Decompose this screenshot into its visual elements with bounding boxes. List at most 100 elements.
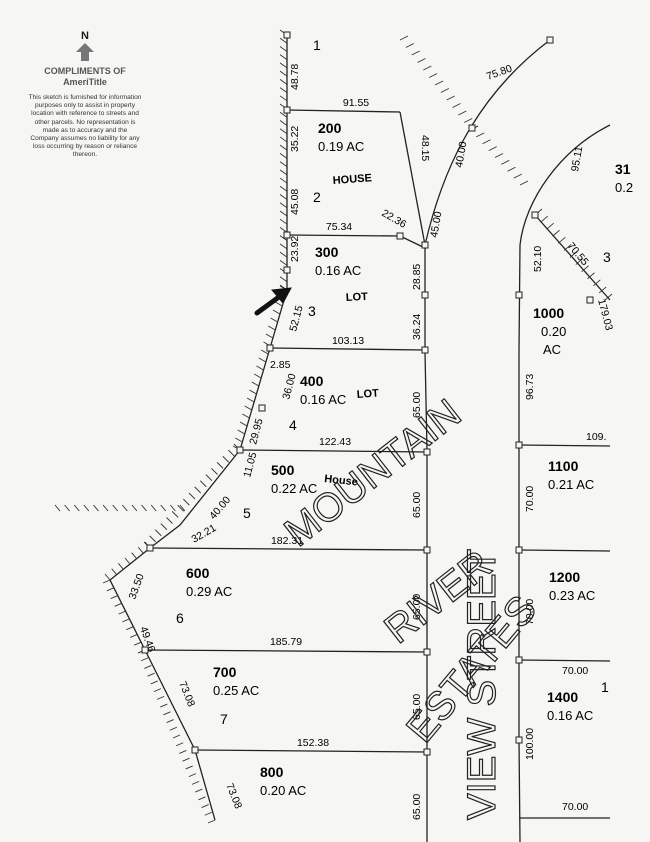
hatch-tick: [558, 236, 566, 244]
dim-182-31: 182.31: [271, 535, 303, 547]
dim-22-36: 22.36: [380, 207, 409, 231]
dim-45-00: 45.00: [428, 210, 444, 238]
dim-179-03: 179.03: [595, 298, 615, 332]
dim-122-43: 122.43: [319, 436, 351, 448]
lot-31-number: 31: [615, 161, 631, 177]
hatch-tick: [117, 563, 124, 570]
hatch-tick: [141, 504, 147, 512]
north-arrow-shaft: [81, 52, 89, 61]
hatch-tick: [154, 529, 162, 537]
lot-1000-number: 1000: [533, 305, 564, 321]
lot-700-acres: 0.25 AC: [213, 683, 259, 698]
hatch-tick: [246, 397, 255, 403]
lot-600-acres: 0.29 AC: [186, 584, 232, 599]
hatch-tick: [423, 65, 432, 71]
hatch-tick: [163, 711, 171, 716]
hatch-tick: [279, 194, 288, 200]
hatch-tick: [417, 58, 426, 63]
east-lot-line-diag: [534, 214, 611, 301]
survey-marker: [396, 232, 404, 240]
hatch-tick: [279, 218, 288, 225]
lot-1400-number: 1400: [547, 689, 578, 705]
plat-number-3: 3: [308, 303, 316, 319]
east-lot-line-1: [518, 444, 611, 447]
hatch-tick: [270, 317, 278, 323]
hatch-tick: [279, 120, 288, 126]
hatch-tick: [83, 504, 90, 512]
dim-40-00: 40.00: [207, 494, 233, 522]
hatch-tick: [279, 78, 288, 85]
dim-36-00: 36.00: [280, 372, 298, 401]
hatch-tick: [249, 389, 257, 395]
hatch-tick: [569, 251, 578, 258]
hatch-tick: [160, 703, 168, 708]
hatch-tick: [458, 110, 467, 116]
dim-75-80: 75.80: [485, 63, 514, 83]
survey-marker: [423, 546, 431, 554]
lot-200-acres: 0.19 AC: [318, 139, 364, 154]
north-indicator: N: [20, 30, 150, 61]
hatch-tick: [519, 180, 529, 186]
hatch-tick: [205, 474, 213, 481]
hatch-tick: [275, 301, 283, 307]
hatch-tick: [587, 272, 595, 280]
lot-line-200-east: [399, 111, 426, 246]
hatch-tick: [593, 279, 601, 287]
hatch-tick: [513, 173, 522, 179]
dim-29-95: 29.95: [247, 417, 265, 446]
hatch-tick: [279, 276, 288, 283]
hatch-tick: [122, 618, 130, 623]
hatch-tick: [279, 185, 288, 192]
dim-28-85: 28.85: [411, 264, 423, 290]
lot-line-dimensions: 91.55 75.34 103.13 122.43 182.31 185.79 …: [270, 97, 369, 749]
west-edge-dimensions: 48.78 35.22 45.08 23.92 52.15 2.85 36.00…: [127, 64, 306, 811]
dim-152-38: 152.38: [297, 737, 329, 749]
hatch-tick: [172, 734, 181, 739]
dim-35-22: 35.22: [289, 126, 301, 152]
hatch-tick: [114, 602, 122, 607]
hatch-tick: [207, 819, 216, 824]
hatch-tick: [446, 95, 455, 101]
hatch-tick: [141, 657, 149, 662]
hatch-tick: [279, 251, 288, 258]
dim-40-00-street: 40.00: [453, 140, 469, 168]
dim-65-00-c: 65.00: [411, 594, 423, 620]
hatch-tick: [222, 455, 230, 463]
hatch-tick: [73, 504, 80, 512]
hatch-tick: [188, 492, 196, 500]
hatch-tick: [452, 103, 461, 108]
hatch-tick: [279, 259, 288, 266]
west-boundary-line: [109, 35, 288, 821]
hatch-tick: [237, 429, 245, 435]
hatch-tick: [182, 757, 190, 762]
hatch-tick: [54, 504, 61, 512]
north-label: N: [81, 30, 89, 42]
handwritten-lot-2: LOT: [356, 387, 379, 401]
hatch-tick: [428, 73, 438, 78]
hatch-tick: [188, 773, 197, 778]
dim-2-85: 2.85: [270, 359, 291, 371]
lot-line-152: [194, 749, 428, 753]
survey-marker: [283, 231, 291, 239]
hatch-tick: [507, 166, 516, 172]
hatch-tick: [179, 750, 187, 754]
boundary-hatching: [54, 29, 613, 824]
road-curve-east: [519, 124, 611, 246]
lot-line-122: [239, 449, 428, 453]
hatch-tick: [191, 780, 200, 785]
hatch-tick: [194, 486, 201, 494]
hatch-tick: [279, 46, 288, 52]
plat-number-2: 2: [313, 189, 321, 205]
plat-number-1: 1: [313, 37, 321, 53]
hatch-tick: [198, 796, 206, 801]
street-names: MOUNTAIN RIVER VIEW STREET ESTATES: [276, 390, 546, 820]
hatch-tick: [279, 54, 288, 61]
lot-500-number: 500: [271, 462, 295, 478]
plat-number-east-1: 1: [601, 679, 609, 695]
hatch-tick: [563, 244, 572, 251]
hatch-tick: [177, 504, 185, 512]
survey-marker: [515, 656, 523, 664]
hatch-tick: [279, 169, 288, 176]
hatch-tick: [272, 309, 281, 315]
